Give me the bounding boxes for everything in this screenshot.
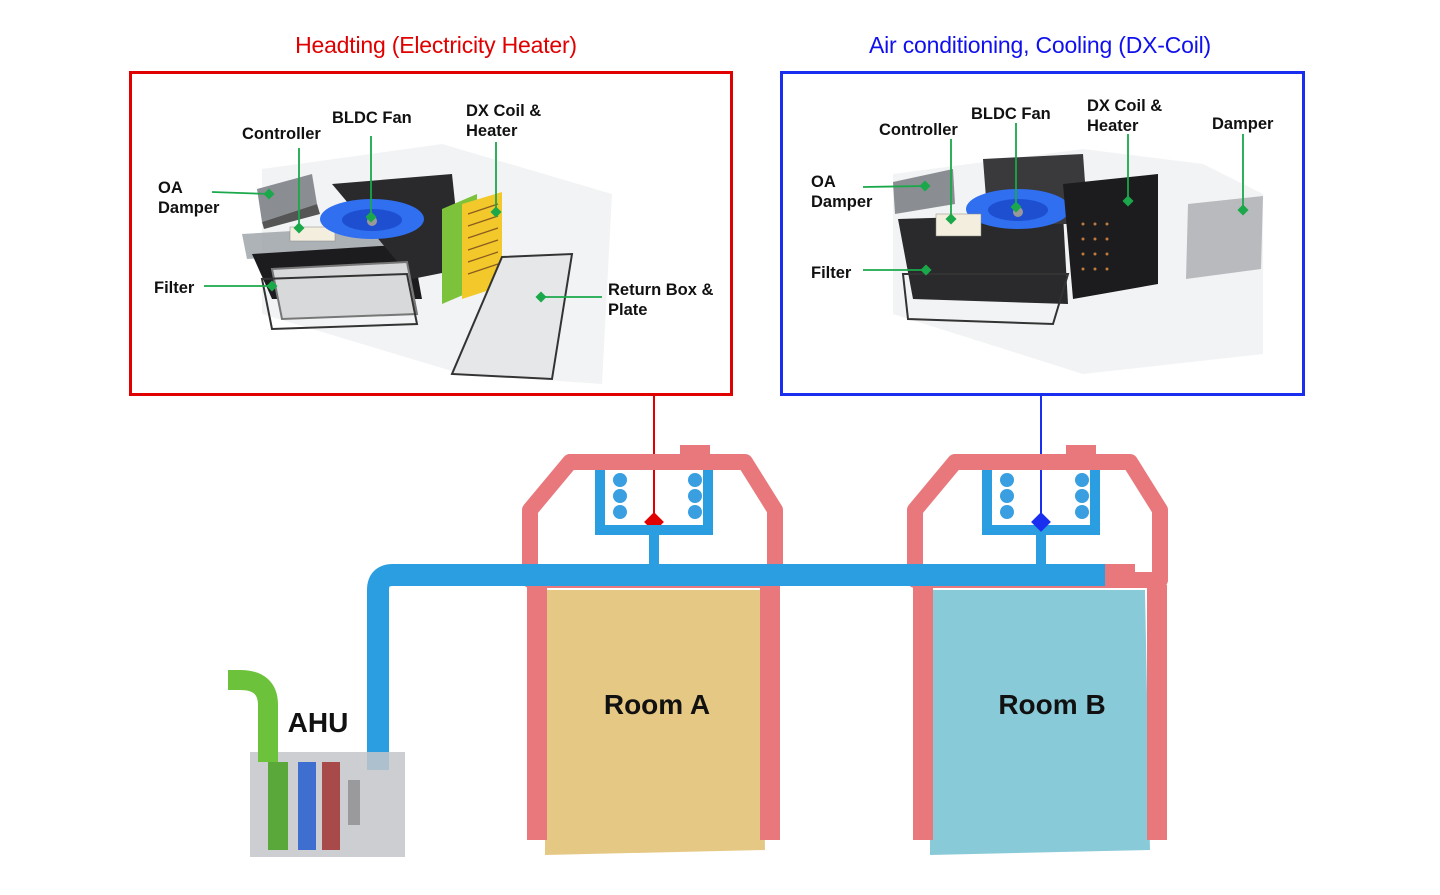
- room-b-right-pillar: [1147, 585, 1167, 840]
- oa-damper-part: [257, 174, 317, 222]
- label-oa-damper: OA Damper: [811, 173, 873, 211]
- cooling-connector-marker: [1031, 512, 1051, 532]
- heating-unit-illustration: [204, 136, 612, 384]
- damper-part: [1186, 196, 1263, 279]
- ahu-outdoor-air-intake: [228, 670, 278, 762]
- filter-part: [901, 273, 1070, 326]
- ahu-heating-coil: [322, 762, 340, 850]
- label-filter: Filter: [154, 279, 195, 297]
- room-a-top-frame: [522, 454, 783, 588]
- cooling-unit-panel: Controller BLDC Fan DX Coil & Heater Dam…: [780, 71, 1305, 396]
- label-damper: Damper: [1212, 115, 1274, 133]
- room-a-left-pillar: [527, 585, 547, 840]
- heating-unit-panel: Controller BLDC Fan DX Coil & Heater OA …: [129, 71, 733, 396]
- ahu-filter-section: [268, 762, 288, 850]
- filter-part: [270, 260, 419, 321]
- room-a-diffusers: [595, 470, 713, 568]
- main-supply-duct: [367, 564, 1105, 770]
- fan-housing: [898, 214, 1068, 304]
- room-a-label: Room A: [603, 689, 711, 720]
- oa-damper-part: [893, 169, 955, 214]
- room-b-left-pillar: [913, 585, 933, 840]
- label-oa-damper: OA Damper: [158, 179, 220, 217]
- room-b: [907, 445, 1168, 855]
- room-b-label: Room B: [998, 689, 1106, 720]
- label-dx-coil-heater: DX Coil & Heater: [1087, 97, 1163, 135]
- ahu-cooling-coil: [298, 762, 316, 850]
- room-a-body: [545, 590, 765, 855]
- label-controller: Controller: [242, 125, 321, 143]
- ahu-label: AHU: [287, 707, 349, 738]
- cooling-leader-lines: [862, 123, 1249, 276]
- label-return-box-plate: Return Box & Plate: [608, 281, 714, 319]
- room-a-right-pillar: [760, 585, 780, 840]
- ahu-fan: [348, 780, 360, 825]
- label-bldc-fan: BLDC Fan: [332, 109, 412, 127]
- room-a: [522, 445, 783, 855]
- heating-panel-title: Headting (Electricity Heater): [295, 32, 577, 58]
- return-box-plate-part: [450, 252, 574, 381]
- label-controller: Controller: [879, 121, 958, 139]
- heating-connector-marker: [644, 512, 664, 532]
- cooling-panel-title: Air conditioning, Cooling (DX-Coil): [869, 32, 1211, 58]
- label-bldc-fan: BLDC Fan: [971, 105, 1051, 123]
- ahu-body: [250, 752, 405, 857]
- heating-leader-lines: [204, 136, 602, 303]
- label-filter: Filter: [811, 264, 852, 282]
- controller-part: [935, 213, 982, 237]
- cooling-unit-illustration: [862, 123, 1263, 374]
- dx-coil-part: [1063, 174, 1158, 299]
- room-b-body: [930, 590, 1150, 855]
- room-b-diffusers: [982, 470, 1100, 568]
- label-dx-coil-heater: DX Coil & Heater: [466, 102, 542, 140]
- room-b-top-frame: [907, 454, 1168, 588]
